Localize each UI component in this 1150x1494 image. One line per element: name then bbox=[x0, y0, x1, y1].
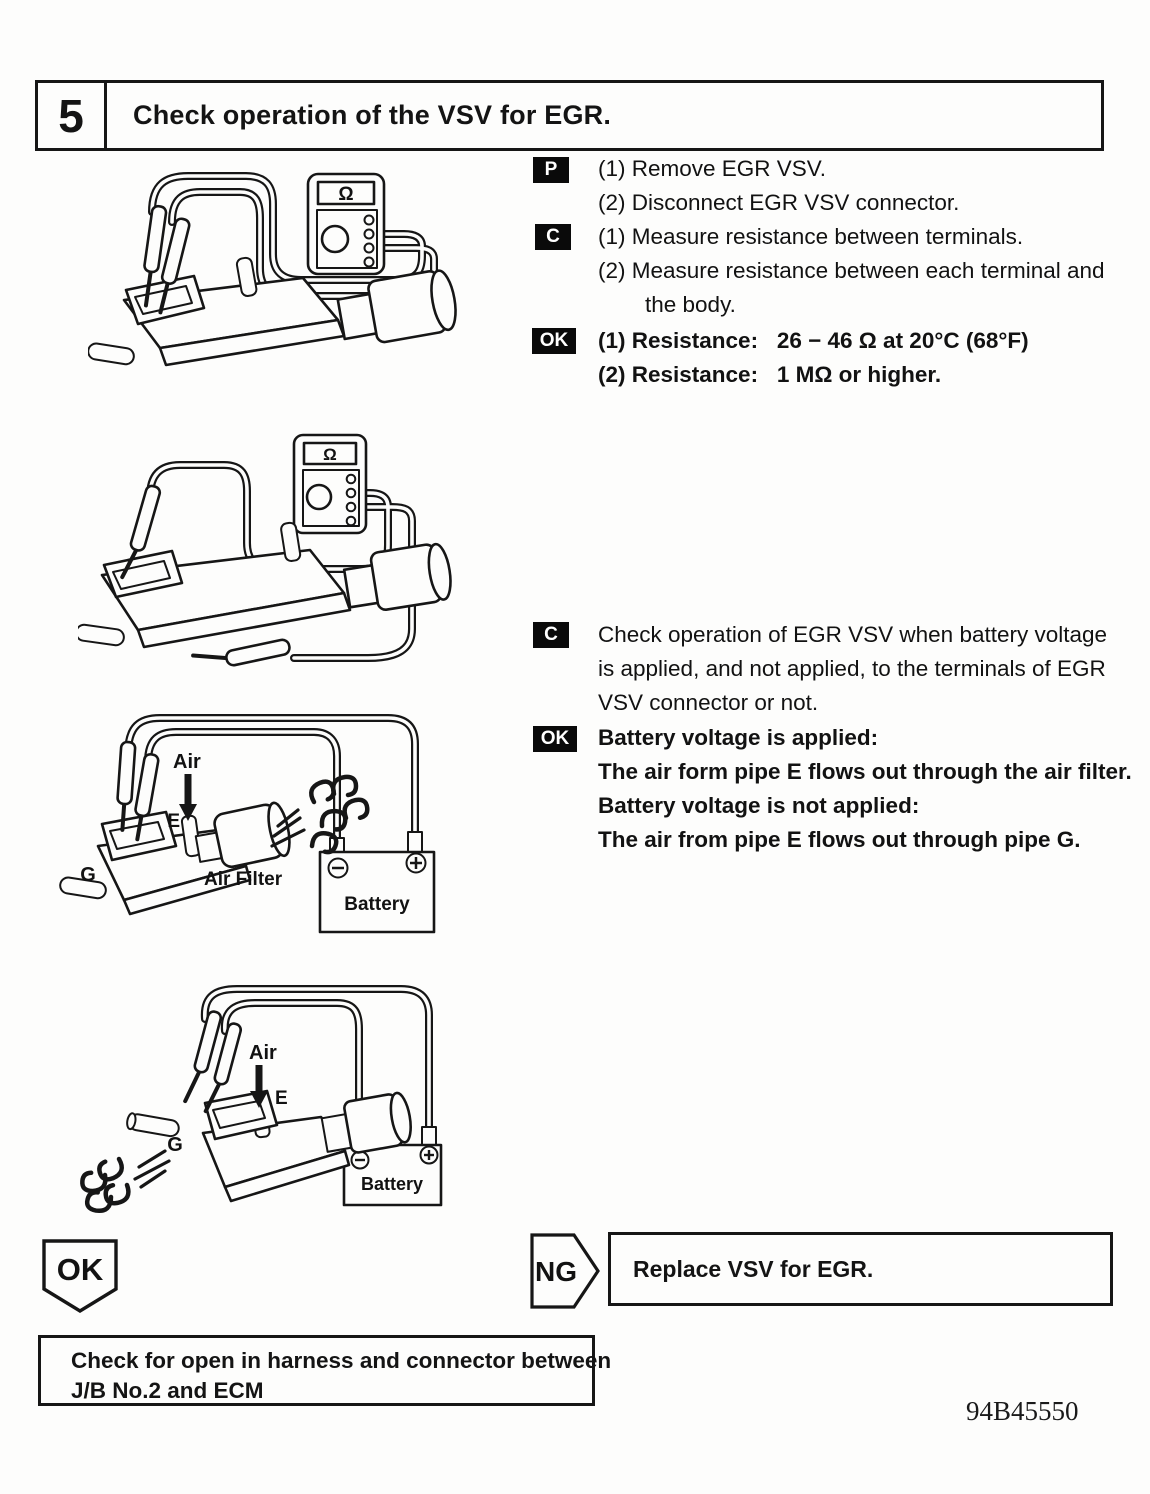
test-probe bbox=[183, 1010, 223, 1104]
test-probe bbox=[143, 204, 168, 308]
check-tag: C bbox=[535, 224, 571, 250]
ng-flow-marker: NG bbox=[530, 1233, 600, 1309]
diagram-resistance-terminal-to-body: Ω bbox=[78, 433, 452, 667]
ng-action-box: Replace VSV for EGR. bbox=[608, 1232, 1113, 1306]
battery: Battery bbox=[342, 1126, 443, 1207]
ok-flow-marker: OK bbox=[42, 1239, 118, 1313]
test-probe bbox=[203, 1022, 243, 1114]
vsv-pipe-top bbox=[235, 256, 258, 297]
ohm-symbol-icon: Ω bbox=[338, 184, 353, 205]
ok-action-line: J/B No.2 and ECM bbox=[71, 1378, 264, 1403]
vsv-valve bbox=[126, 1089, 412, 1203]
ohmmeter: Ω bbox=[292, 433, 368, 535]
ng-action-text: Replace VSV for EGR. bbox=[633, 1255, 874, 1282]
air-filter bbox=[213, 801, 291, 869]
check-resistance-instructions: (1) Measure resistance between terminals… bbox=[598, 220, 1114, 322]
air-filter-label: Air Filter bbox=[204, 869, 283, 890]
instruction-line: (1) Measure resistance between terminals… bbox=[598, 224, 1024, 249]
air-label: Air bbox=[249, 1042, 277, 1064]
ok-operation-spec: Battery voltage is applied: The air form… bbox=[598, 721, 1132, 857]
air-flow-arrow bbox=[179, 774, 197, 821]
spec-line: Battery voltage is not applied: bbox=[598, 793, 920, 818]
check-tag: C bbox=[533, 622, 569, 648]
instruction-line: (2) Measure resistance between each term… bbox=[598, 258, 1105, 317]
vsv-coil bbox=[336, 269, 457, 344]
check-operation-instructions: Check operation of EGR VSV when battery … bbox=[598, 622, 1108, 715]
test-probe bbox=[120, 484, 162, 580]
test-probe bbox=[191, 638, 291, 667]
spec-line: The air form pipe E flows out through th… bbox=[598, 759, 1132, 784]
spec-line: (2) Resistance: 1 MΩ or higher. bbox=[598, 362, 942, 387]
ng-label: NG bbox=[535, 1256, 577, 1287]
diagram-battery-not-applied: Battery bbox=[80, 985, 443, 1214]
vsv-valve bbox=[88, 256, 457, 367]
test-lead-wires bbox=[148, 172, 438, 300]
minus-terminal-icon bbox=[350, 1150, 370, 1170]
ok-resistance-spec: (1) Resistance: 26 − 46 Ω at 20°C (68°F)… bbox=[598, 324, 1120, 392]
battery-lead-wires bbox=[124, 714, 419, 844]
ohm-symbol-icon: Ω bbox=[323, 445, 337, 464]
diagram-resistance-between-terminals: Ω bbox=[88, 172, 457, 367]
air-puffs bbox=[270, 774, 370, 855]
page-title: Check operation of the VSV for EGR. bbox=[133, 100, 612, 130]
meter-dial bbox=[305, 483, 333, 511]
ok-tag: OK bbox=[532, 328, 576, 354]
vsv-pipe-g bbox=[126, 1112, 180, 1138]
vsv-coil bbox=[320, 1091, 412, 1154]
pipe-g-label: G bbox=[167, 1134, 183, 1156]
ohmmeter: Ω bbox=[306, 172, 386, 276]
minus-terminal-icon bbox=[327, 857, 349, 879]
step-number: 5 bbox=[38, 83, 107, 148]
vsv-pipe-g bbox=[88, 342, 135, 366]
vsv-pipe-g bbox=[78, 623, 125, 647]
ok-label: OK bbox=[57, 1252, 104, 1287]
pipe-e-label: E bbox=[167, 811, 180, 832]
spec-line: Battery voltage is applied: bbox=[598, 725, 879, 750]
vsv-valve bbox=[78, 521, 452, 649]
prepare-tag: P bbox=[533, 157, 569, 183]
air-label: Air bbox=[173, 751, 201, 773]
spec-line: (1) Resistance: 26 − 46 Ω at 20°C (68°F) bbox=[598, 328, 1029, 353]
meter-dial bbox=[320, 224, 350, 254]
document-code: 94B45550 bbox=[966, 1396, 1079, 1426]
plus-terminal-icon bbox=[419, 1145, 439, 1165]
test-probe bbox=[134, 752, 160, 842]
battery-label: Battery bbox=[344, 894, 410, 915]
ok-action-line: Check for open in harness and connector … bbox=[71, 1348, 612, 1373]
air-flow-arrow bbox=[250, 1065, 268, 1108]
test-probe bbox=[116, 740, 137, 832]
spec-line: The air from pipe E flows out through pi… bbox=[598, 827, 1081, 852]
instruction-line: (2) Disconnect EGR VSV connector. bbox=[598, 190, 960, 215]
prepare-instructions: (1) Remove EGR VSV. (2) Disconnect EGR V… bbox=[598, 152, 1120, 220]
battery-label: Battery bbox=[361, 1174, 423, 1194]
instruction-line: (1) Remove EGR VSV. bbox=[598, 156, 826, 181]
ok-action-box: Check for open in harness and connector … bbox=[38, 1335, 612, 1406]
vsv-pipe-g bbox=[59, 876, 107, 900]
pipe-g-label: G bbox=[80, 864, 96, 886]
plus-terminal-icon bbox=[405, 852, 427, 874]
air-puffs bbox=[80, 1149, 171, 1214]
test-probe bbox=[158, 217, 191, 315]
battery-lead-wires bbox=[200, 985, 433, 1137]
diagram-battery-applied: Battery bbox=[59, 714, 436, 934]
ok-tag: OK bbox=[533, 726, 577, 752]
vsv-pipe-top bbox=[280, 521, 302, 562]
pipe-e-label: E bbox=[275, 1088, 288, 1109]
step-header: 5 Check operation of the VSV for EGR. bbox=[35, 80, 1104, 151]
vsv-coil bbox=[342, 542, 452, 611]
